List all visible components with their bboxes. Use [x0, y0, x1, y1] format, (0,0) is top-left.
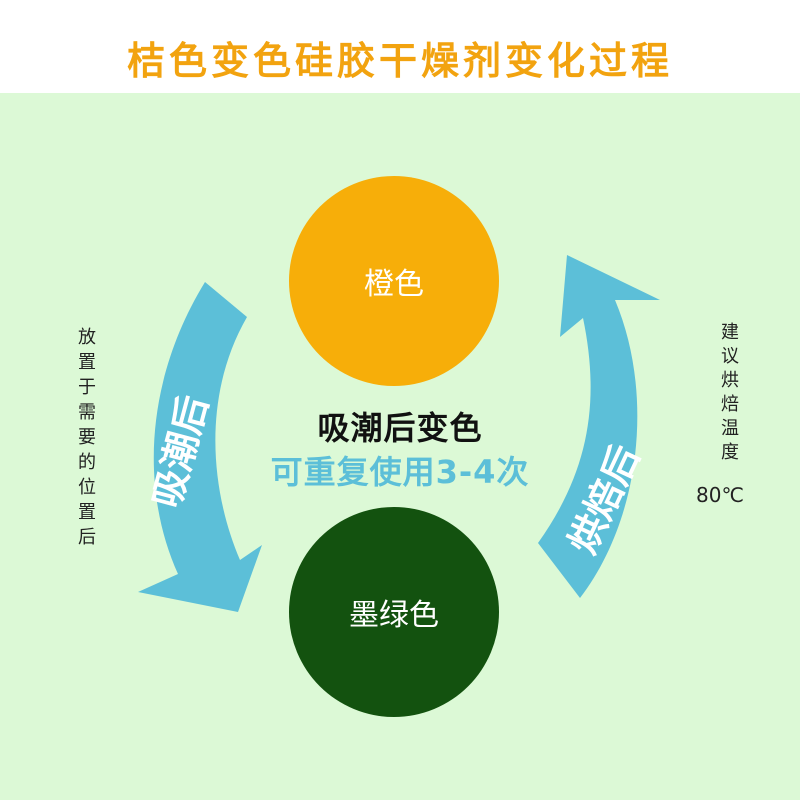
- right-curved-arrow-icon: 烘焙后: [538, 255, 660, 598]
- bake-temperature: 80℃: [696, 483, 744, 507]
- orange-state-label: 橙色: [364, 267, 424, 302]
- center-caption: 吸潮后变色: [317, 409, 483, 447]
- dark-green-state-label: 墨绿色: [349, 598, 439, 633]
- dark-green-state-circle: 墨绿色: [289, 507, 499, 717]
- orange-state-circle: 橙色: [289, 176, 499, 386]
- right-side-note: 建议烘焙温度: [718, 322, 739, 466]
- page-title: 桔色变色硅胶干燥剂变化过程: [126, 39, 673, 83]
- center-reuse-caption: 可重复使用3-4次: [270, 453, 530, 491]
- header: 桔色变色硅胶干燥剂变化过程: [0, 0, 800, 93]
- left-side-note: 放置于需要的位置后: [75, 327, 96, 552]
